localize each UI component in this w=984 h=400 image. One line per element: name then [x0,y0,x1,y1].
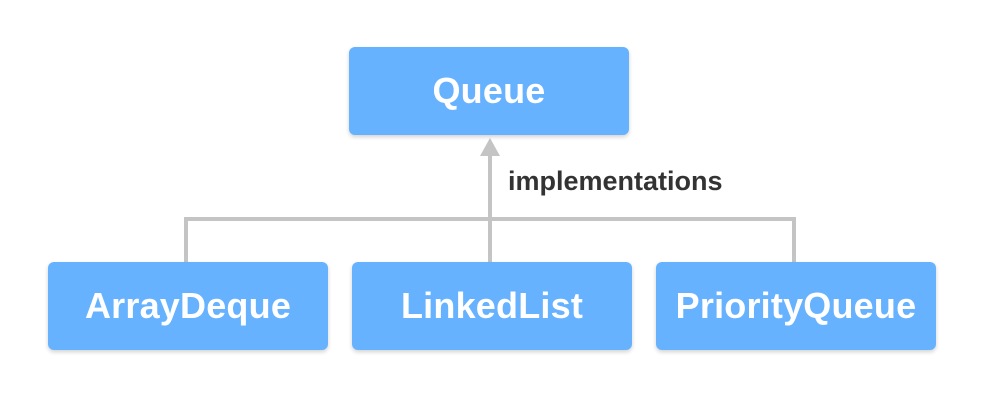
node-linkedlist-label: LinkedList [400,285,584,326]
node-priorityqueue-label: PriorityQueue [675,285,917,326]
connector-arrowhead [480,138,500,156]
node-linkedlist: LinkedList [352,262,632,350]
node-queue: Queue [349,47,629,135]
node-priorityqueue: PriorityQueue [656,262,936,350]
node-arraydeque: ArrayDeque [48,262,328,350]
node-queue-label: Queue [432,70,546,111]
relation-label: implementations [508,166,723,196]
node-arraydeque-label: ArrayDeque [84,285,292,326]
